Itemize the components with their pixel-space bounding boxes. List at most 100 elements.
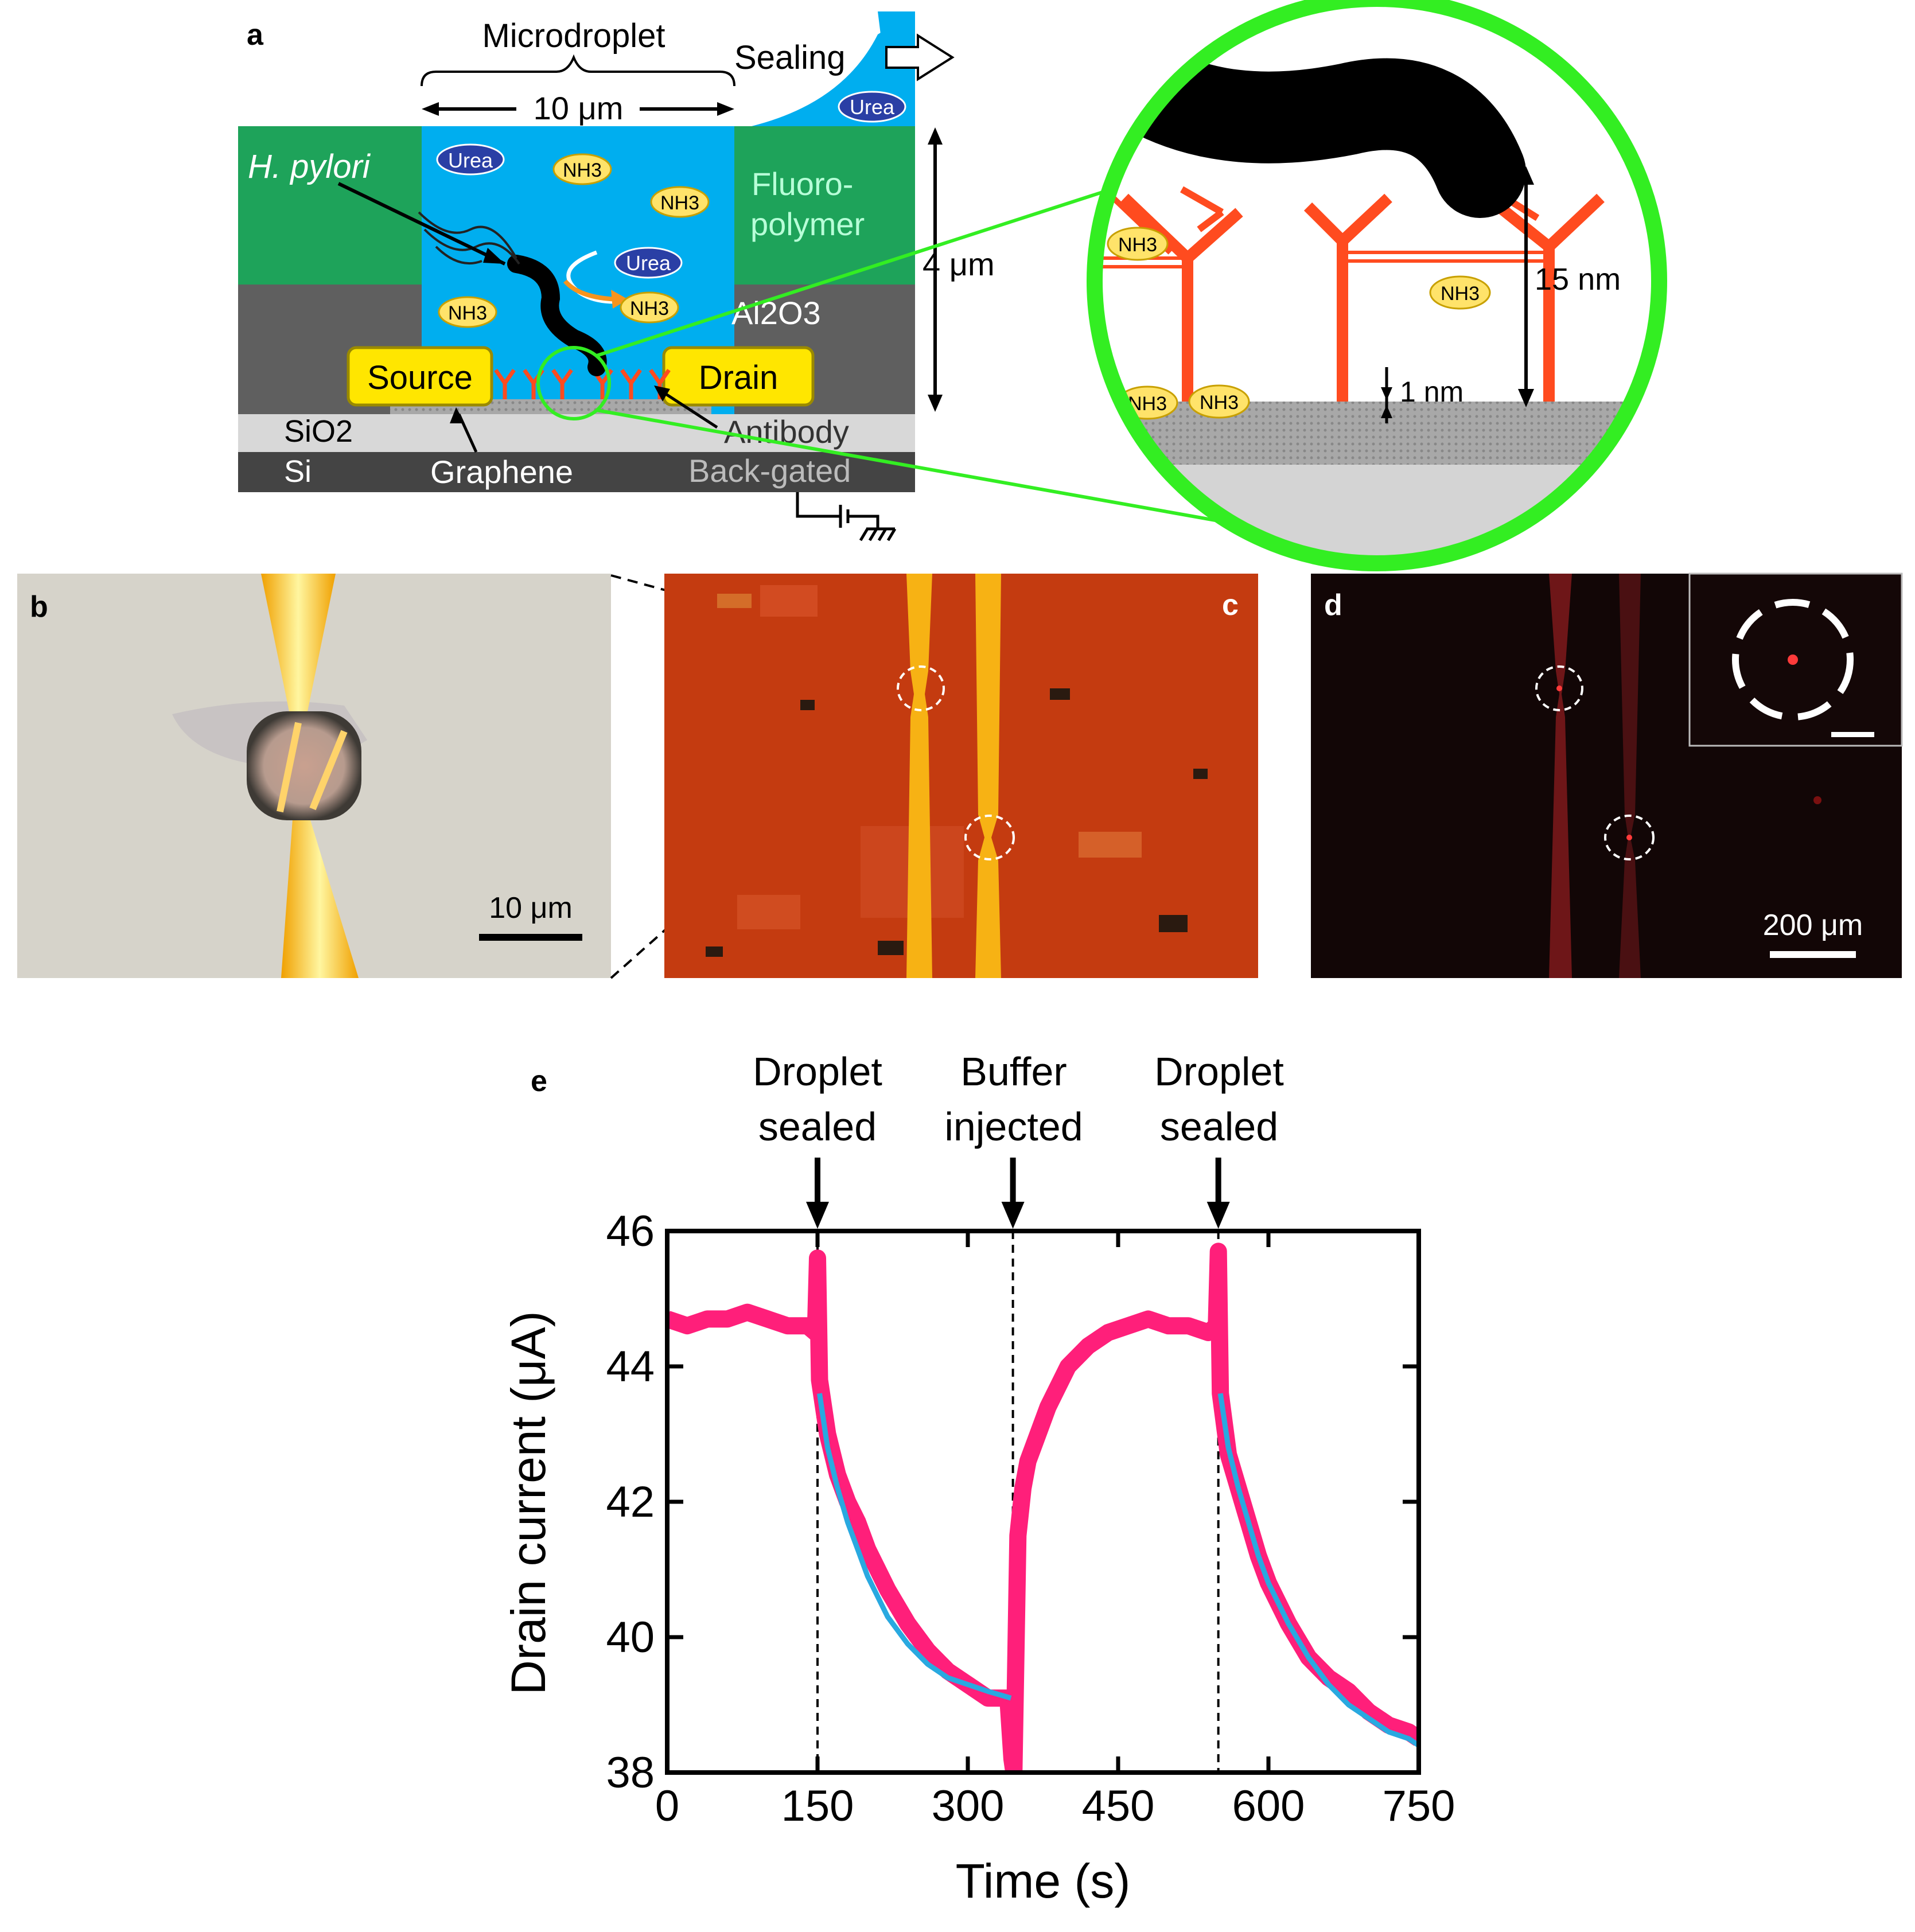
panel-d-letter: d [1324, 589, 1342, 622]
fluor-strip-left [1549, 574, 1572, 978]
zoom-source-circle [536, 346, 611, 420]
panel-b-scalebar-label: 10 μm [489, 891, 573, 925]
event-label-line2: sealed [758, 1104, 877, 1149]
svg-text:NH3: NH3 [563, 159, 602, 181]
fit-curve-series [1217, 1393, 1419, 1748]
zoom-line-bottom [596, 408, 1251, 528]
chart-ylabel: Drain current (μA) [501, 1311, 555, 1695]
panel-a: a Source Drain H. pylori [238, 0, 1667, 571]
x-tick-label: 300 [932, 1782, 1005, 1830]
spot-highlight-1 [1535, 665, 1583, 711]
back-gated-label: Back-gated [688, 453, 851, 489]
panel-b-scalebar [479, 934, 582, 941]
zoom-15nm-label: 15 nm [1535, 262, 1621, 297]
zoom-1nm-label: 1 nm [1400, 376, 1464, 408]
panel-e-letter: e [531, 1065, 547, 1098]
panel-b: b 10 μm [17, 574, 611, 978]
urea-molecule: Urea [614, 247, 683, 279]
sealing-label: Sealing [734, 39, 845, 76]
sio2-label: SiO2 [284, 414, 353, 449]
event-arrow-head [1206, 1202, 1230, 1229]
event-annotation: Buffer injected [944, 1049, 1083, 1149]
panel-d: d 200 μm [1311, 572, 1903, 978]
svg-text:Urea: Urea [448, 149, 493, 172]
h-pylori-pointer-head [483, 248, 505, 264]
si-label: Si [284, 454, 312, 489]
nh3-molecule: NH3 [438, 296, 497, 328]
drain-label: Drain [699, 359, 779, 396]
polymer-right [734, 126, 915, 285]
panel-d-scalebar-label: 200 μm [1763, 909, 1863, 942]
plot-frame [665, 1229, 1421, 1775]
event-arrow-head [1001, 1202, 1025, 1229]
droplet-stripes [277, 722, 348, 813]
nh3-molecule: NH3 [650, 186, 710, 218]
chart-xlabel: Time (s) [956, 1854, 1131, 1908]
spot-highlight-2 [1604, 815, 1655, 860]
device-highlight-1 [897, 665, 945, 711]
series-group [667, 1242, 1419, 1773]
svg-text:Urea: Urea [626, 251, 671, 275]
panel-a-letter: a [247, 18, 264, 52]
width-label: 10 μm [534, 90, 624, 126]
electrode-right-strip [975, 574, 1001, 978]
fluoropolymer-label-1: Fluoro- [752, 166, 853, 202]
sealing-arrow [885, 33, 955, 81]
al2o3-label: Al2O3 [731, 295, 821, 331]
si-layer [238, 452, 915, 492]
fluor-strip-right [1619, 574, 1641, 978]
svg-text:NH3: NH3 [448, 302, 487, 324]
nh3-molecule: NH3 [552, 153, 612, 185]
x-tick-label: 450 [1082, 1782, 1155, 1830]
polymer-left [238, 126, 422, 285]
y-tick-label: 44 [606, 1342, 655, 1391]
antibody-pointer [659, 388, 718, 429]
nh3-molecule: NH3 [1107, 227, 1169, 261]
source-label: Source [367, 359, 473, 396]
event-label-line2: injected [944, 1104, 1083, 1149]
reaction-arrowhead [611, 290, 628, 309]
zoom-line-top [596, 170, 1165, 357]
svg-text:NH3: NH3 [660, 192, 699, 214]
x-tick-label: 150 [781, 1782, 854, 1830]
y-tick-label: 38 [606, 1748, 655, 1797]
svg-text:NH3: NH3 [630, 298, 669, 320]
reaction-arrow-orange [563, 279, 620, 302]
height-label: 4 μm [923, 246, 995, 282]
graphene-label: Graphene [430, 454, 573, 490]
microdroplet-brace [421, 54, 735, 87]
x-tick-label: 600 [1232, 1782, 1305, 1830]
droplet-image [247, 711, 361, 820]
event-annotation: Droplet sealed [1154, 1049, 1284, 1149]
event-label-line1: Droplet [1154, 1049, 1284, 1094]
nh3-molecule: NH3 [1188, 384, 1250, 419]
h-pylori-flagella [418, 211, 520, 265]
nh3-molecule: NH3 [1429, 275, 1491, 310]
x-tick-label: 750 [1383, 1782, 1455, 1830]
electrode-bottom [281, 803, 359, 978]
electrode-left-strip [906, 574, 932, 978]
fit-curve-series [817, 1393, 1012, 1701]
panel-c: c [664, 574, 1258, 978]
urea-molecule: Urea [436, 143, 505, 176]
microdroplet-label: Microdroplet [482, 17, 665, 54]
event-arrow-head [806, 1202, 829, 1229]
zoom-ring [1087, 0, 1667, 571]
urea-molecule: Urea [838, 91, 906, 123]
panel-e: e Droplet sealed Buffer injected Droplet… [501, 1049, 1455, 1908]
drain-current-series [667, 1242, 1419, 1773]
nh3-molecule: NH3 [620, 291, 679, 324]
fluoropolymer-label-2: polymer [750, 206, 865, 242]
electrode-top [261, 574, 336, 729]
svg-text:Urea: Urea [850, 95, 895, 119]
svg-text:NH3: NH3 [1200, 392, 1239, 414]
y-tick-label: 42 [606, 1478, 655, 1526]
x-tick-label: 0 [655, 1782, 679, 1830]
event-label-line2: sealed [1160, 1104, 1278, 1149]
svg-text:NH3: NH3 [1441, 283, 1480, 305]
h-pylori-body [507, 255, 607, 376]
panel-b-letter: b [30, 590, 48, 624]
source-electrode [347, 346, 493, 407]
